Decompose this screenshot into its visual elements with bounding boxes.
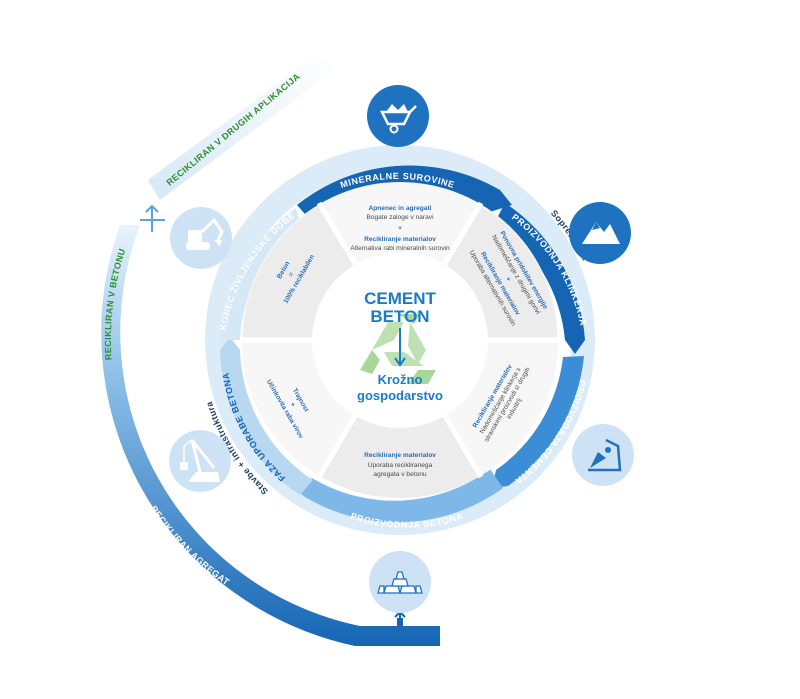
crane-icon bbox=[169, 430, 231, 492]
raw-title2: Recikliranje materialov bbox=[364, 236, 436, 243]
segment-text-raw: Apnenec in agregati Bogate zaloge v nara… bbox=[350, 205, 450, 252]
center-line3: Krožno bbox=[378, 372, 423, 387]
center-badge: CEMENT BETON Krožno gospodarstvo bbox=[357, 289, 443, 403]
reused-label: RECIKLIRAN V DRUGIH APLIKACIJAH bbox=[0, 0, 302, 188]
use-plus: + bbox=[288, 401, 296, 408]
recycle-icon bbox=[360, 314, 436, 384]
cement-mixing-icon bbox=[572, 424, 634, 486]
raw-body2: Alternativa rabi mineralnih surovin bbox=[350, 245, 450, 252]
ring-band-clinker bbox=[495, 203, 585, 354]
center-down-arrow bbox=[394, 328, 406, 367]
up-arrow bbox=[394, 610, 406, 628]
outer-arc-left bbox=[101, 225, 440, 646]
wheelbarrow-icon bbox=[367, 85, 429, 147]
recycled-aggregate-label: RECIKLIRAN AGREGAT bbox=[149, 504, 232, 587]
excavator-icon bbox=[170, 207, 232, 269]
ring-band-concrete bbox=[292, 469, 503, 523]
raw-title1: Apnenec in agregati bbox=[368, 205, 431, 212]
link-arrow bbox=[140, 204, 165, 232]
outer-arc-reused bbox=[148, 58, 340, 200]
mountain-icon bbox=[569, 202, 631, 264]
center-line2: BETON bbox=[370, 307, 429, 326]
concrete-body-wrap: Uporaba recikliranega agregata v betonu bbox=[367, 462, 433, 478]
segment-text-concrete: Recikliranje materialov Uporaba reciklir… bbox=[364, 452, 436, 478]
raw-plus: + bbox=[398, 225, 402, 232]
center-line4: gospodarstvo bbox=[357, 388, 443, 403]
clinker-plus: + bbox=[504, 276, 512, 283]
eol-plus: = bbox=[288, 271, 296, 278]
center-line1: CEMENT bbox=[364, 289, 436, 308]
gold-bars-stack-icon bbox=[369, 551, 431, 613]
ring-band-cement bbox=[492, 356, 584, 488]
concrete-body1: Uporaba recikliranega agregata v betonu bbox=[367, 462, 433, 478]
ring-band-use bbox=[220, 337, 313, 495]
raw-body1: Bogate zaloge v naravi bbox=[366, 214, 434, 221]
concrete-title1: Recikliranje materialov bbox=[364, 452, 436, 459]
